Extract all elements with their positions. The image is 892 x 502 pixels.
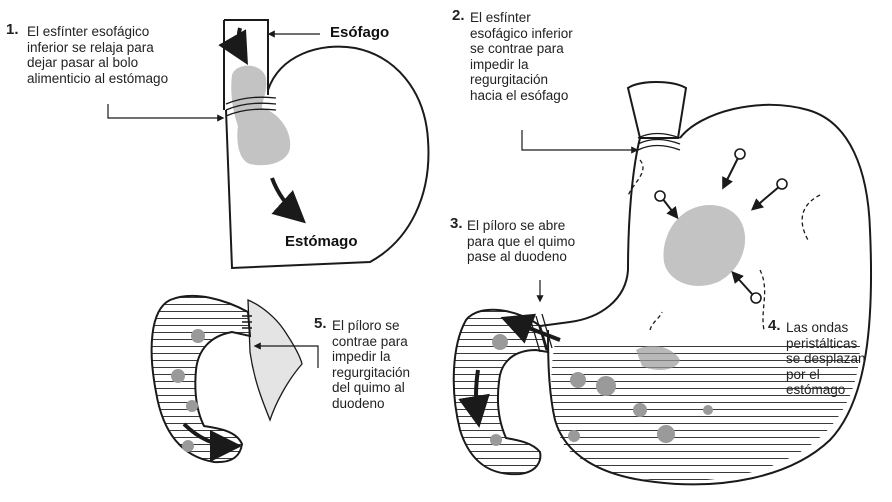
stage4-wave-right <box>802 195 820 240</box>
caption-3: 3. El píloro se abre para que el quimo p… <box>450 218 620 265</box>
caption-5: 5. El píloro se contrae para impedir la … <box>314 318 434 411</box>
stage2-esophagus <box>628 82 686 138</box>
stage234-bolus <box>663 205 745 286</box>
caption-4-text: Las ondas peristálticas se desplazan por… <box>786 320 888 398</box>
stage5-pylorus-fill <box>248 300 302 420</box>
stage4-arrow-icon-4 <box>734 274 752 294</box>
stage1-stomach-arrow-icon <box>272 178 300 218</box>
label-esofago: Esófago <box>330 24 389 41</box>
caption-3-number: 3. <box>450 216 463 232</box>
label-estomago: Estómago <box>285 233 358 250</box>
caption-2-text: El esfínter esofágico inferior se contra… <box>470 10 627 103</box>
caption-2-number: 2. <box>452 8 465 24</box>
caption-3-text: El píloro se abre para que el quimo pase… <box>467 218 620 265</box>
stage1-down-arrow-icon <box>239 28 244 58</box>
stage1-bolus <box>231 66 290 166</box>
caption-2: 2. El esfínter esofágico inferior se con… <box>452 10 627 103</box>
caption-1: 1. El esfínter esofágico inferior se rel… <box>6 24 211 86</box>
stage4-arrow-icon-3 <box>662 198 676 216</box>
caption-5-number: 5. <box>314 316 327 332</box>
stage5-duodenum <box>152 296 318 462</box>
stage1-caption-pointer <box>108 104 222 118</box>
caption-4: 4. Las ondas peristálticas se desplazan … <box>768 320 888 398</box>
caption-4-number: 4. <box>768 318 781 334</box>
stage4-arrow-icon-1 <box>724 158 738 186</box>
caption-5-text: El píloro se contrae para impedir la reg… <box>332 318 434 411</box>
caption-1-text: El esfínter esofágico inferior se relaja… <box>27 24 211 86</box>
stage3-down-arrow-icon <box>476 370 478 420</box>
stage2-caption-pointer <box>522 130 636 150</box>
caption-1-number: 1. <box>6 22 19 38</box>
stage4-wave-mid <box>650 312 662 330</box>
stage4-arrow-icon-2 <box>754 186 780 208</box>
stage234-stomach <box>454 82 871 484</box>
